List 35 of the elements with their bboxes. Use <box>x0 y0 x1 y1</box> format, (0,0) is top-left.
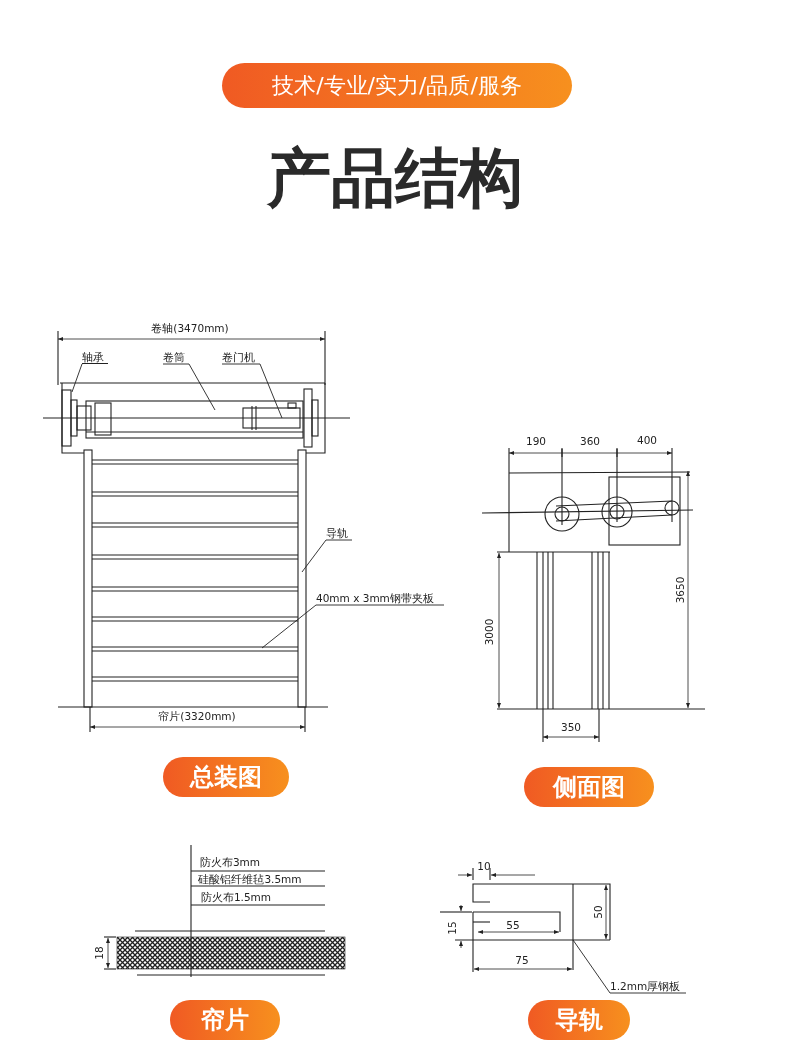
dimension-label: 350 <box>561 720 581 734</box>
leader-line <box>301 539 353 573</box>
title: 产品结构 <box>267 141 523 215</box>
dimension-label: 15 <box>445 921 459 935</box>
leader-line <box>261 604 445 649</box>
dimension-label: 18 <box>92 946 106 960</box>
dimension-label: 10 <box>477 859 491 873</box>
dimension-label: 75 <box>515 953 529 967</box>
layer-label: 防火布3mm <box>199 855 261 869</box>
part-label: 卷门机 <box>222 350 260 364</box>
caption-pill: 帘片 <box>170 1000 280 1040</box>
part-label: 卷筒 <box>163 350 189 364</box>
dimension-label: 帘片(3320mm) <box>158 709 236 723</box>
dimension-label: 3000 <box>482 618 496 646</box>
leader-line <box>221 363 283 419</box>
dimension-label: 50 <box>591 905 605 919</box>
leader-line <box>162 363 216 411</box>
part-label: 1.2mm厚钢板 <box>610 979 686 993</box>
layer-label: 防火布1.5mm <box>200 890 272 904</box>
tagline-pill: 技术/专业/实力/品质/服务 <box>222 63 572 108</box>
leader-line <box>572 939 687 994</box>
part-label: 40mm x 3mm钢带夹板 <box>316 591 444 605</box>
dimension-label: 55 <box>506 918 520 932</box>
layer-label: 硅酸铝纤维毡3.5mm <box>198 872 302 886</box>
part-label: 轴承 <box>82 350 108 364</box>
part-label: 导轨 <box>326 526 352 540</box>
caption-pill: 侧面图 <box>524 767 654 807</box>
dimension-label: 3650 <box>673 576 687 604</box>
dimension-label: 360 <box>580 434 600 448</box>
caption-pill: 总装图 <box>163 757 289 797</box>
dimension-label: 400 <box>637 433 657 447</box>
leader-line <box>71 363 83 393</box>
dimension-label: 卷轴(3470mm) <box>151 321 229 335</box>
dimension-label: 190 <box>526 434 546 448</box>
caption-pill: 导轨 <box>528 1000 630 1040</box>
